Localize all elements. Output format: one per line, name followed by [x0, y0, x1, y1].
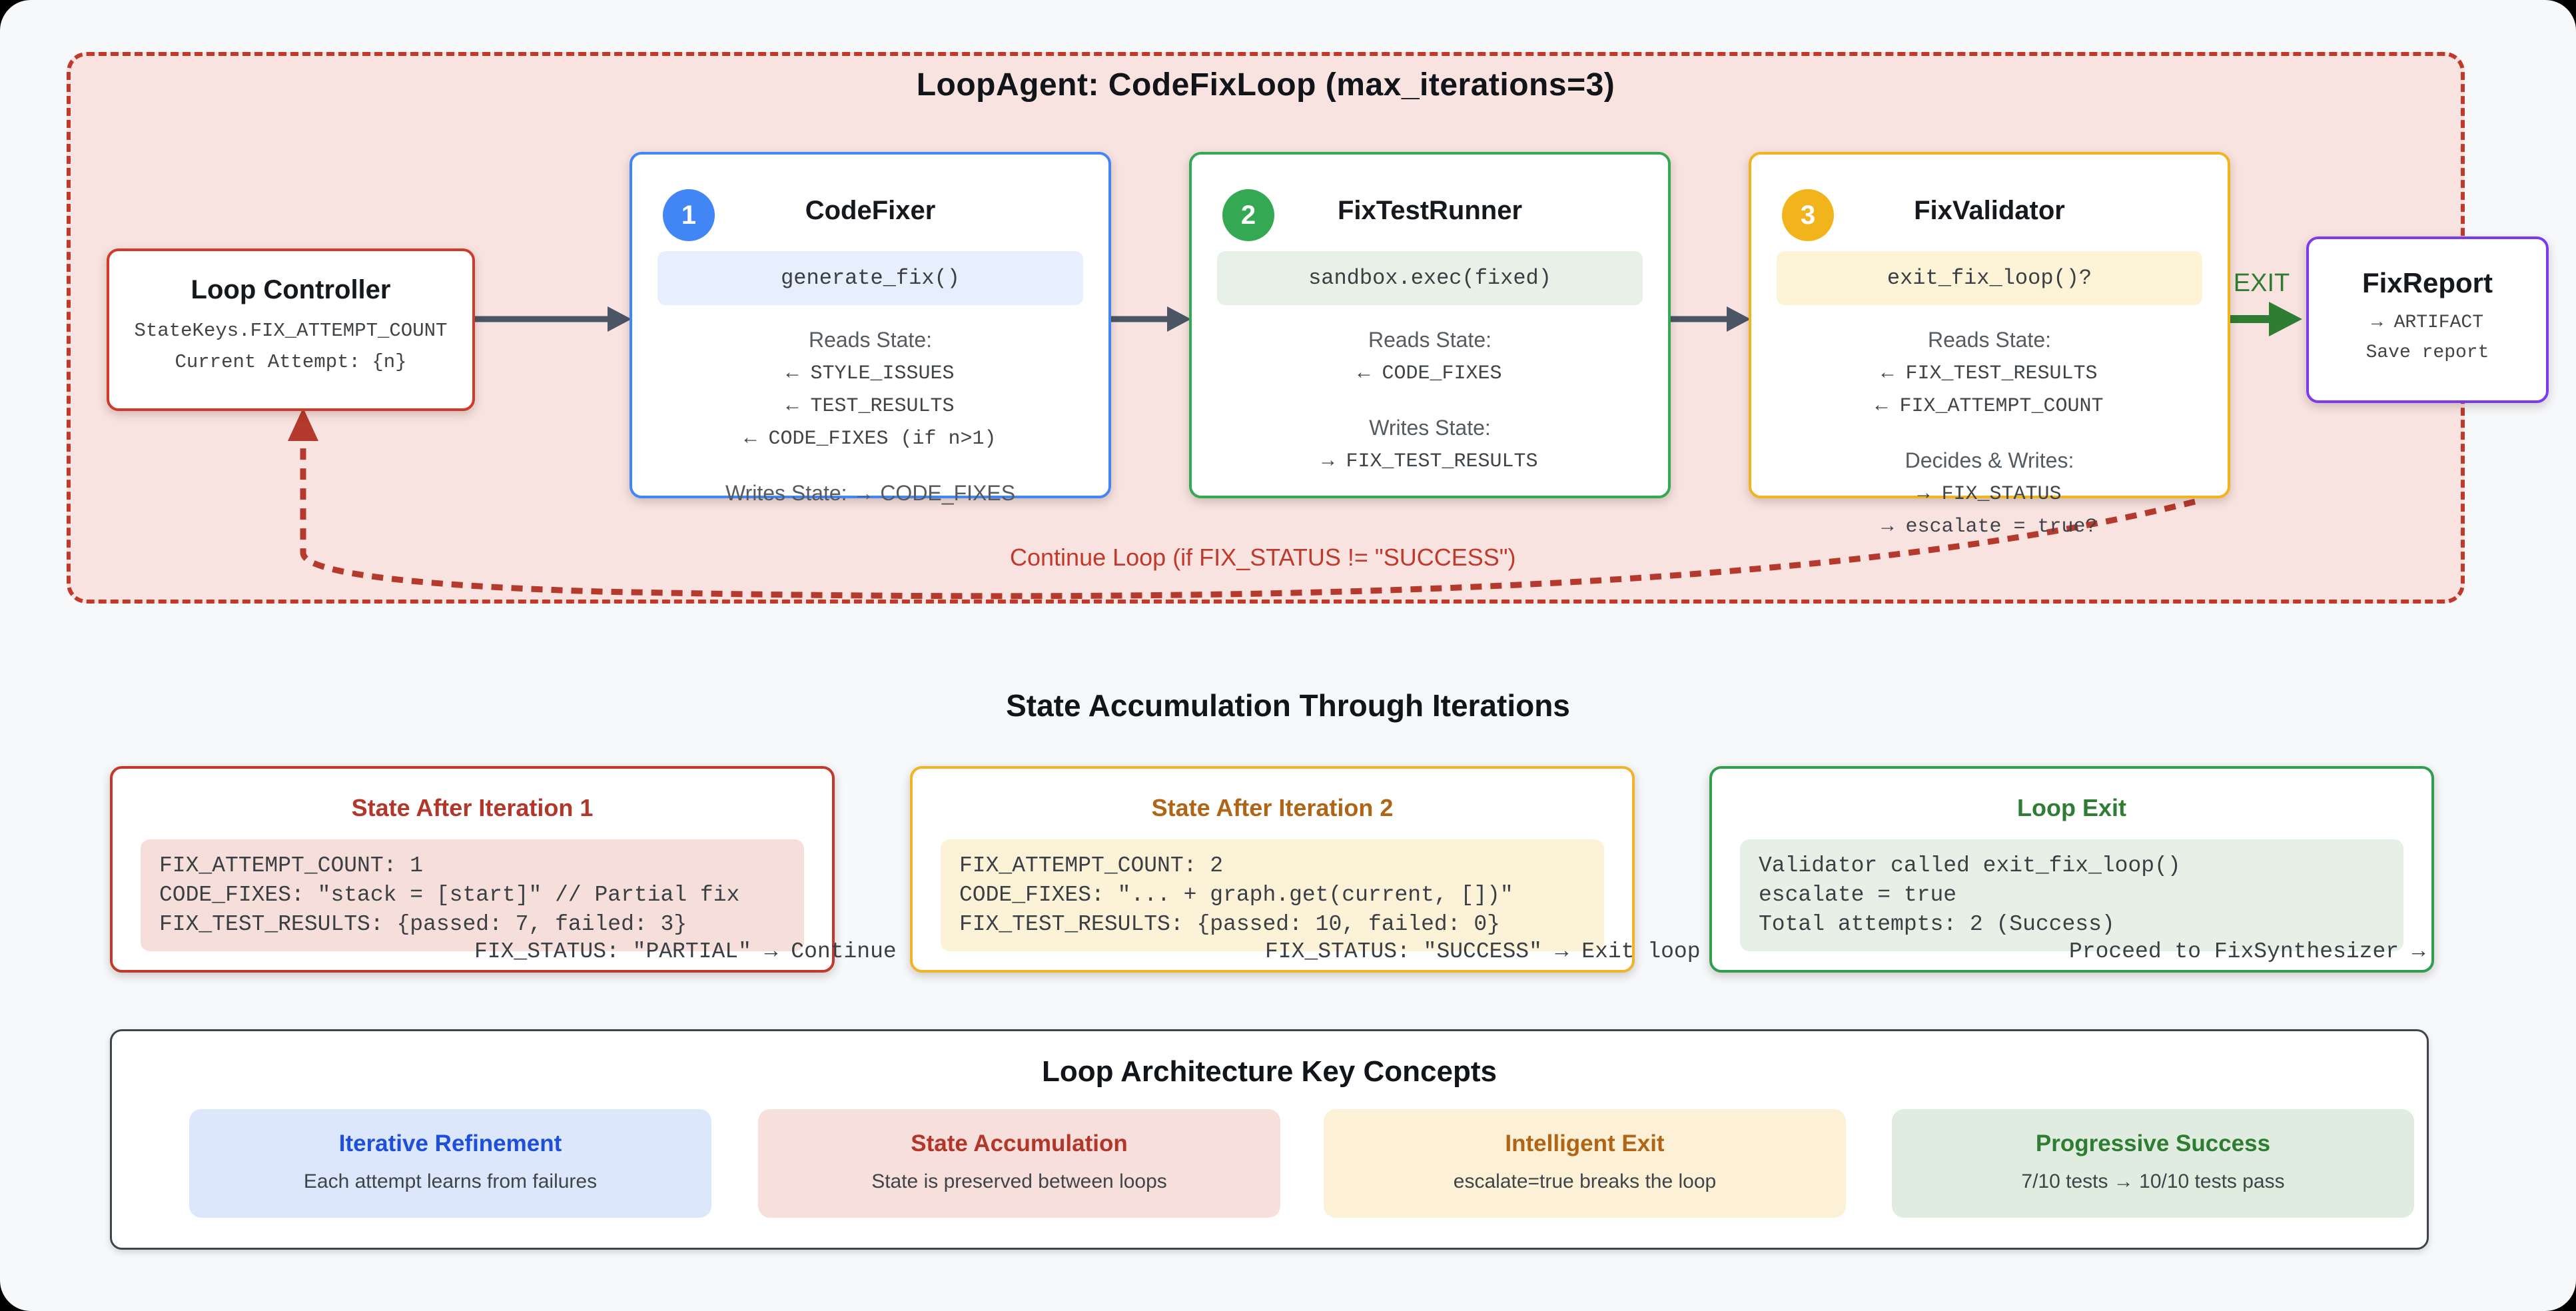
- loop-controller-statekey: StateKeys.FIX_ATTEMPT_COUNT: [134, 320, 448, 342]
- concept-title: Iterative Refinement: [338, 1130, 562, 1156]
- concept-title: Intelligent Exit: [1505, 1130, 1665, 1156]
- concept-title: Progressive Success: [2035, 1130, 2271, 1156]
- fixtestrunner-reads-label: Reads State:: [1368, 328, 1492, 352]
- code-line: Validator called exit_fix_loop(): [1759, 853, 2181, 878]
- concept-title: State Accumulation: [911, 1130, 1128, 1156]
- step-1-badge: 1: [663, 189, 715, 241]
- concept-state-accumulation: State Accumulation State is preserved be…: [758, 1109, 1280, 1218]
- code-line: FIX_ATTEMPT_COUNT: 1: [159, 853, 424, 878]
- concept-subtitle: Each attempt learns from failures: [303, 1170, 598, 1192]
- concept-intelligent-exit: Intelligent Exit escalate=true breaks th…: [1324, 1109, 1846, 1218]
- loop-controller-box: Loop Controller StateKeys.FIX_ATTEMPT_CO…: [107, 248, 475, 411]
- state-iteration-2-code: FIX_ATTEMPT_COUNT: 2 CODE_FIXES: "... + …: [941, 839, 1604, 951]
- agent-fixvalidator-box: 3 FixValidator exit_fix_loop()? Reads St…: [1749, 152, 2230, 538]
- fixvalidator-reads-label: Reads State:: [1928, 328, 2051, 352]
- fixreport-save: Save report: [2365, 342, 2489, 363]
- agent-codefixer-box: 1 CodeFixer generate_fix() Reads State: …: [630, 152, 1111, 505]
- continue-loop-label: Continue Loop (if FIX_STATUS != "SUCCESS…: [1010, 544, 1516, 571]
- fixreport-artifact: → ARTIFACT: [2371, 312, 2484, 333]
- state-iteration-2-title: State After Iteration 2: [1151, 794, 1394, 821]
- fixvalidator-reads-item: ← FIX_ATTEMPT_COUNT: [1875, 395, 2104, 418]
- loop-controller-title: Loop Controller: [191, 275, 391, 304]
- codefixer-reads-item: ← TEST_RESULTS: [786, 395, 955, 418]
- codefixer-writes-label: Writes State: → CODE_FIXES: [725, 481, 1016, 505]
- code-line: escalate = true: [1759, 883, 1957, 907]
- loop-controller-attempt: Current Attempt: {n}: [175, 351, 407, 373]
- state-iteration-2-note: FIX_STATUS: "SUCCESS" → Exit loop: [1265, 939, 1701, 964]
- fixtestrunner-title: FixTestRunner: [1337, 196, 1523, 225]
- state-iteration-1-title: State After Iteration 1: [351, 794, 594, 821]
- fixvalidator-writes-item: → FIX_STATUS: [1917, 483, 2062, 506]
- codefixer-reads-item: ← STYLE_ISSUES: [786, 362, 955, 385]
- fixtestrunner-writes-item: → FIX_TEST_RESULTS: [1322, 450, 1538, 473]
- code-line: FIX_ATTEMPT_COUNT: 2: [959, 853, 1224, 878]
- concept-subtitle: 7/10 tests → 10/10 tests pass: [2021, 1170, 2285, 1192]
- loop-exit-code: Validator called exit_fix_loop() escalat…: [1740, 839, 2403, 951]
- state-section-title: State Accumulation Through Iterations: [1006, 688, 1570, 723]
- concept-iterative-refinement: Iterative Refinement Each attempt learns…: [189, 1109, 711, 1218]
- codefixer-code-chip: generate_fix(): [657, 251, 1083, 305]
- state-iteration-1-note: FIX_STATUS: "PARTIAL" → Continue loop: [474, 939, 963, 964]
- fixvalidator-writes-item: → escalate = true?: [1881, 516, 2098, 538]
- code-line: FIX_TEST_RESULTS: {passed: 7, failed: 3}: [159, 912, 687, 937]
- code-line: Total attempts: 2 (Success): [1759, 912, 2115, 937]
- concept-subtitle: escalate=true breaks the loop: [1453, 1170, 1717, 1192]
- fixreport-box: FixReport → ARTIFACT Save report: [2306, 236, 2549, 403]
- state-iteration-2-box: State After Iteration 2 FIX_ATTEMPT_COUN…: [910, 766, 1701, 973]
- code-line: FIX_TEST_RESULTS: {passed: 10, failed: 0…: [959, 912, 1500, 937]
- loop-exit-note: Proceed to FixSynthesizer →: [2069, 939, 2425, 964]
- fixvalidator-code-chip: exit_fix_loop()?: [1777, 251, 2202, 305]
- state-iteration-1-code: FIX_ATTEMPT_COUNT: 1 CODE_FIXES: "stack …: [141, 839, 804, 951]
- fixtestrunner-writes-label: Writes State:: [1369, 416, 1491, 440]
- step-3-badge: 3: [1782, 189, 1834, 241]
- exit-label: EXIT: [2233, 269, 2290, 297]
- fixvalidator-reads-item: ← FIX_TEST_RESULTS: [1881, 362, 2098, 385]
- codefixer-reads-label: Reads State:: [809, 328, 932, 352]
- key-concepts-box: Loop Architecture Key Concepts Iterative…: [110, 1029, 2429, 1250]
- concept-subtitle: State is preserved between loops: [871, 1170, 1167, 1192]
- loop-title: LoopAgent: CodeFixLoop (max_iterations=3…: [916, 67, 1615, 103]
- loop-exit-box: Loop Exit Validator called exit_fix_loop…: [1709, 766, 2434, 973]
- codefixer-title: CodeFixer: [805, 196, 936, 225]
- fixtestrunner-reads-item: ← CODE_FIXES: [1358, 362, 1502, 385]
- fixvalidator-title: FixValidator: [1914, 196, 2065, 225]
- step-2-badge: 2: [1222, 189, 1274, 241]
- fixreport-title: FixReport: [2361, 267, 2493, 298]
- code-line: CODE_FIXES: "... + graph.get(current, []…: [959, 883, 1513, 907]
- fixvalidator-decides-label: Decides & Writes:: [1905, 448, 2074, 472]
- concept-progressive-success: Progressive Success 7/10 tests → 10/10 t…: [1892, 1109, 2414, 1218]
- loop-exit-title: Loop Exit: [2017, 794, 2126, 821]
- codefixer-reads-item: ← CODE_FIXES (if n>1): [744, 428, 997, 450]
- fixtestrunner-code-chip: sandbox.exec(fixed): [1217, 251, 1643, 305]
- key-concepts-title: Loop Architecture Key Concepts: [1042, 1055, 1497, 1088]
- state-iteration-1-box: State After Iteration 1 FIX_ATTEMPT_COUN…: [110, 766, 963, 973]
- code-line: CODE_FIXES: "stack = [start]" // Partial…: [159, 883, 740, 907]
- agent-fixtestrunner-box: 2 FixTestRunner sandbox.exec(fixed) Read…: [1189, 152, 1671, 498]
